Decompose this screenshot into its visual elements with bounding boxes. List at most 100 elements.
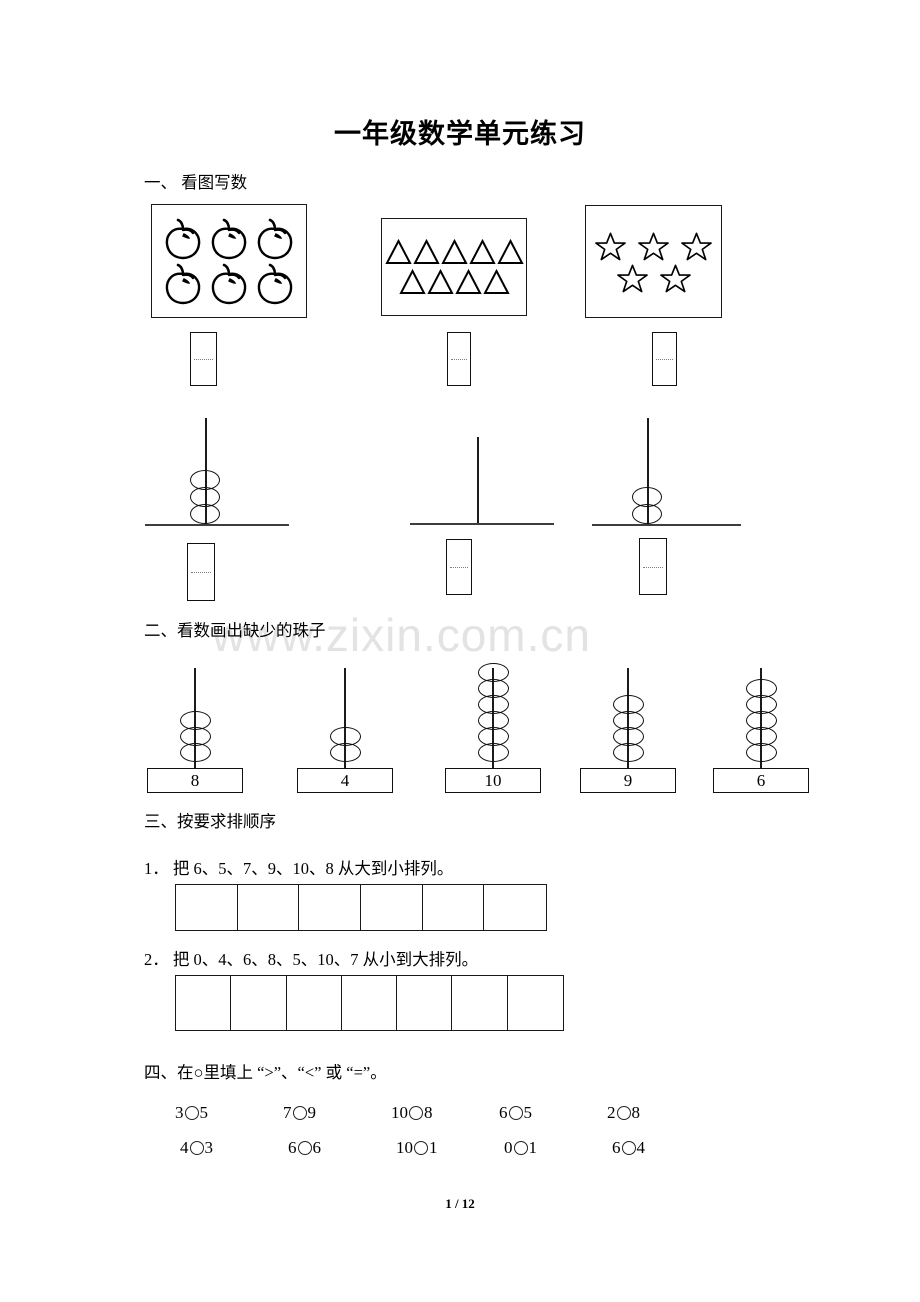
apple-row xyxy=(161,217,297,260)
triangle-icon xyxy=(496,238,524,264)
star-icon xyxy=(638,232,669,260)
picture-box-stars xyxy=(585,205,722,318)
compare-item[interactable]: 6 5 xyxy=(499,1103,607,1123)
abacus-bead xyxy=(190,487,220,507)
compare-left-number: 10 xyxy=(391,1103,408,1122)
picture-box-triangles xyxy=(381,218,527,316)
abacus-number-label: 8 xyxy=(147,768,243,793)
answer-box-apples[interactable] xyxy=(190,332,217,386)
compare-circle-blank[interactable] xyxy=(297,1141,312,1155)
compare-right-number: 1 xyxy=(429,1138,438,1157)
triangle-icon xyxy=(398,268,426,294)
abacus-rod-2 xyxy=(410,437,555,527)
answer-box-abacus-3[interactable] xyxy=(639,538,667,595)
abacus-base xyxy=(145,524,289,526)
ordering-table-1[interactable] xyxy=(175,884,547,931)
abacus-bead-stack xyxy=(180,711,211,762)
compare-item[interactable]: 0 1 xyxy=(504,1138,612,1158)
answer-box-abacus-1[interactable] xyxy=(187,543,215,601)
page-number-footer: 1 / 12 xyxy=(445,1196,475,1211)
table-cell[interactable] xyxy=(484,885,546,930)
abacus-bead-stack xyxy=(746,679,777,762)
table-cell[interactable] xyxy=(508,976,563,1030)
compare-row-1: 3 5 7 9 10 8 6 5 2 8 xyxy=(175,1103,715,1123)
apple-row xyxy=(161,262,297,305)
answer-box-stars[interactable] xyxy=(652,332,677,386)
compare-left-number: 3 xyxy=(175,1103,184,1122)
question-1-text: 1． 把 6、5、7、9、10、8 从大到小排列。 xyxy=(144,859,454,878)
compare-item[interactable]: 3 5 xyxy=(175,1103,283,1123)
abacus-bead-stack xyxy=(330,727,361,762)
star-icon xyxy=(659,264,691,292)
table-cell[interactable] xyxy=(176,885,238,930)
compare-right-number: 9 xyxy=(307,1103,317,1122)
compare-circle-blank[interactable] xyxy=(189,1141,204,1155)
picture-box-apples xyxy=(151,204,307,318)
triangle-row xyxy=(384,238,524,266)
apple-grid xyxy=(152,205,306,317)
compare-item[interactable]: 4 3 xyxy=(180,1138,288,1158)
star-grid xyxy=(586,206,721,317)
table-cell[interactable] xyxy=(231,976,287,1030)
star-row xyxy=(595,231,712,261)
compare-right-number: 4 xyxy=(636,1138,646,1157)
abacus-rod xyxy=(647,418,649,526)
compare-circle-blank[interactable] xyxy=(508,1106,523,1120)
abacus-counting-1: 8 xyxy=(147,668,243,793)
abacus-counting-4: 9 xyxy=(580,668,676,793)
compare-right-number: 5 xyxy=(523,1103,533,1122)
triangle-grid xyxy=(382,219,526,315)
compare-left-number: 4 xyxy=(180,1138,189,1157)
table-cell[interactable] xyxy=(361,885,423,930)
compare-item[interactable]: 6 6 xyxy=(288,1138,396,1158)
table-cell[interactable] xyxy=(299,885,362,930)
table-cell[interactable] xyxy=(176,976,232,1030)
abacus-number-label: 10 xyxy=(445,768,541,793)
triangle-icon xyxy=(440,238,468,264)
section-heading-1: 一、 看图写数 xyxy=(144,173,248,192)
abacus-bead xyxy=(190,470,220,490)
table-cell[interactable] xyxy=(238,885,300,930)
section-heading-2: 二、看数画出缺少的珠子 xyxy=(144,621,326,640)
compare-item[interactable]: 2 8 xyxy=(607,1103,715,1123)
compare-circle-blank[interactable] xyxy=(616,1106,631,1120)
compare-circle-blank[interactable] xyxy=(292,1106,307,1120)
compare-item[interactable]: 7 9 xyxy=(283,1103,391,1123)
abacus-base xyxy=(410,523,554,525)
compare-circle-blank[interactable] xyxy=(184,1106,199,1120)
apple-icon xyxy=(257,218,293,260)
abacus-number-label: 6 xyxy=(713,768,809,793)
compare-item[interactable]: 6 4 xyxy=(612,1138,720,1158)
ordering-table-2[interactable] xyxy=(175,975,564,1031)
abacus-bead xyxy=(478,743,509,762)
section-heading-4: 四、在○里填上 “>”、“<” 或 “=”。 xyxy=(144,1063,387,1082)
compare-item[interactable]: 10 1 xyxy=(396,1138,504,1158)
compare-circle-blank[interactable] xyxy=(513,1141,528,1155)
compare-circle-blank[interactable] xyxy=(409,1106,423,1120)
abacus-rod-1 xyxy=(145,418,290,528)
triangle-icon xyxy=(384,238,412,264)
compare-circle-blank[interactable] xyxy=(621,1141,636,1155)
table-cell[interactable] xyxy=(452,976,508,1030)
abacus-bead-stack xyxy=(478,663,509,762)
abacus-number-label: 9 xyxy=(580,768,676,793)
compare-left-number: 6 xyxy=(288,1138,297,1157)
star-icon xyxy=(616,264,648,292)
apple-icon xyxy=(165,263,201,305)
triangle-icon xyxy=(482,268,510,294)
abacus-bead xyxy=(330,743,361,762)
page-title: 一年级数学单元练习 xyxy=(334,119,586,149)
answer-box-abacus-2[interactable] xyxy=(446,539,472,595)
table-cell[interactable] xyxy=(397,976,453,1030)
compare-circle-blank[interactable] xyxy=(414,1141,428,1155)
compare-item[interactable]: 10 8 xyxy=(391,1103,499,1123)
abacus-rod xyxy=(477,437,479,525)
table-cell[interactable] xyxy=(287,976,342,1030)
abacus-base xyxy=(592,524,741,526)
compare-left-number: 10 xyxy=(396,1138,413,1157)
abacus-bead xyxy=(632,504,662,524)
table-cell[interactable] xyxy=(342,976,398,1030)
abacus-bead xyxy=(613,743,644,762)
table-cell[interactable] xyxy=(423,885,485,930)
answer-box-triangles[interactable] xyxy=(447,332,471,386)
